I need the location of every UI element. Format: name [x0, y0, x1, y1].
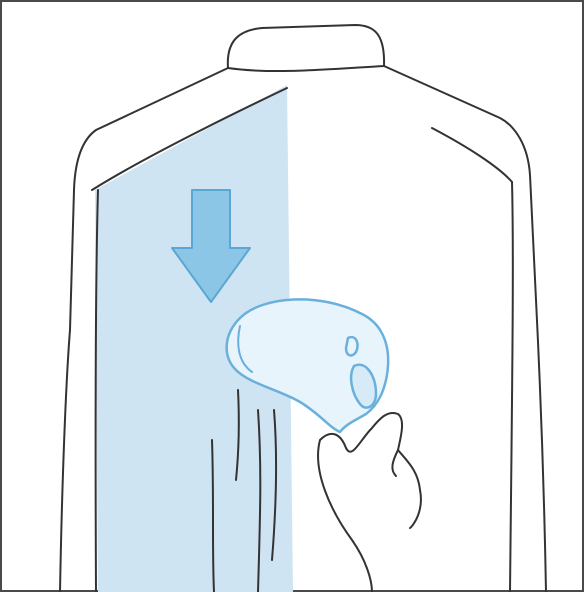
- right-sleeve-seam: [510, 182, 513, 592]
- collar-band: [228, 66, 384, 71]
- shirt-yoke-seam-right: [432, 128, 512, 182]
- shirt-collar: [228, 25, 384, 68]
- hand-icon: [318, 413, 421, 592]
